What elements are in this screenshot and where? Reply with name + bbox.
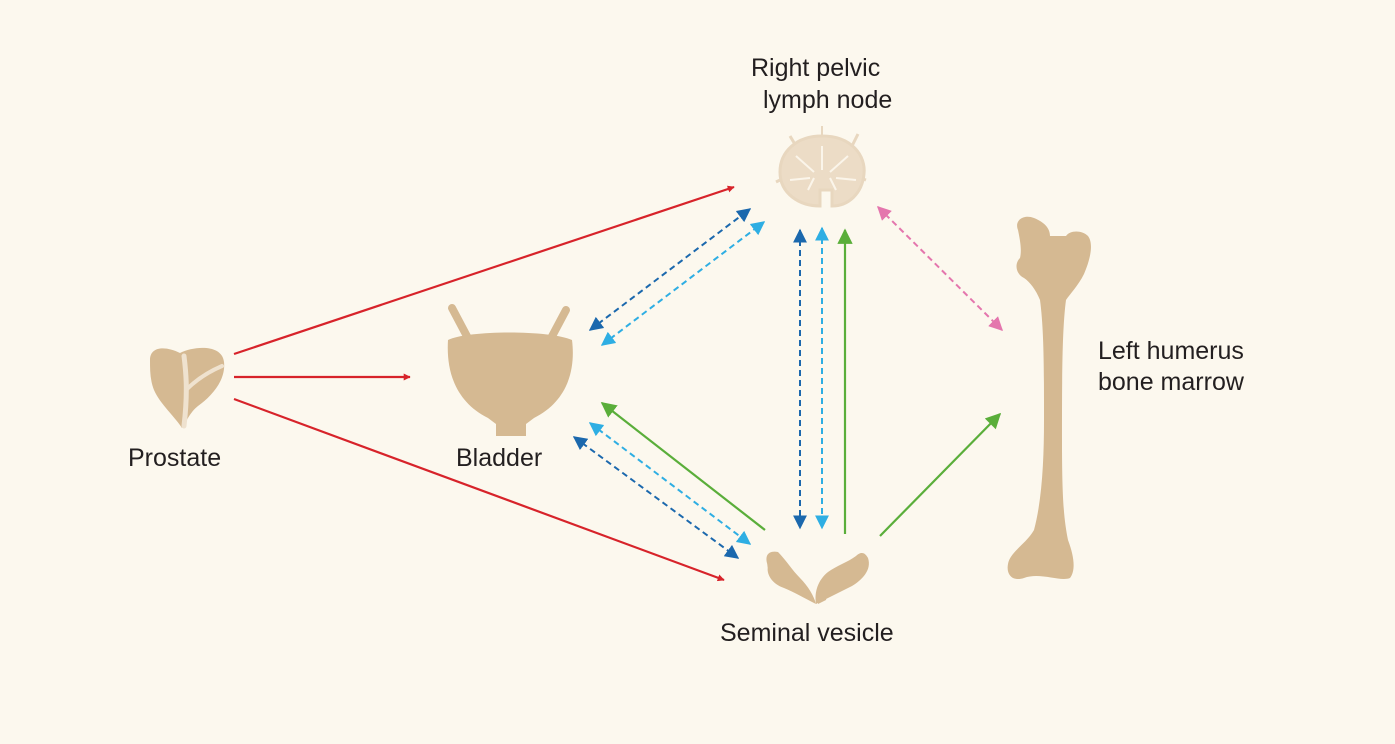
arrow-bladder-to-lymph-node-light-blue: [600, 221, 766, 346]
bladder-label: Bladder: [456, 444, 543, 472]
lymph-node-label-line2: lymph node: [763, 86, 893, 114]
arrow-prostate-to-lymph-node-red: [233, 185, 735, 356]
seminal-vesicle-icon: [766, 551, 869, 604]
arrow-seminal-vesicle-to-bone-green: [879, 412, 1002, 537]
arrow-prostate-to-seminal-vesicle-red: [233, 397, 725, 582]
humerus-bone-icon: [1007, 216, 1091, 580]
lymph-node-icon: [775, 126, 867, 208]
bone-label-line2: bone marrow: [1098, 368, 1244, 396]
arrow-bladder-to-seminal-vesicle-dark-blue: [572, 436, 740, 559]
prostate-label: Prostate: [128, 444, 222, 472]
arrow-lymph-node-to-bone-pink: [877, 206, 1003, 331]
arrow-bladder-to-seminal-vesicle-light-blue: [588, 422, 752, 545]
lymph-node-label-line1: Right pelvic: [751, 54, 881, 82]
arrow-seminal-vesicle-to-bladder-green: [600, 402, 766, 531]
bone-label-line1: Left humerus: [1098, 337, 1244, 365]
seminal-vesicle-label: Seminal vesicle: [720, 619, 894, 647]
connection-arrows: [233, 185, 1003, 582]
prostate-icon: [150, 347, 225, 429]
bladder-icon: [447, 304, 573, 436]
